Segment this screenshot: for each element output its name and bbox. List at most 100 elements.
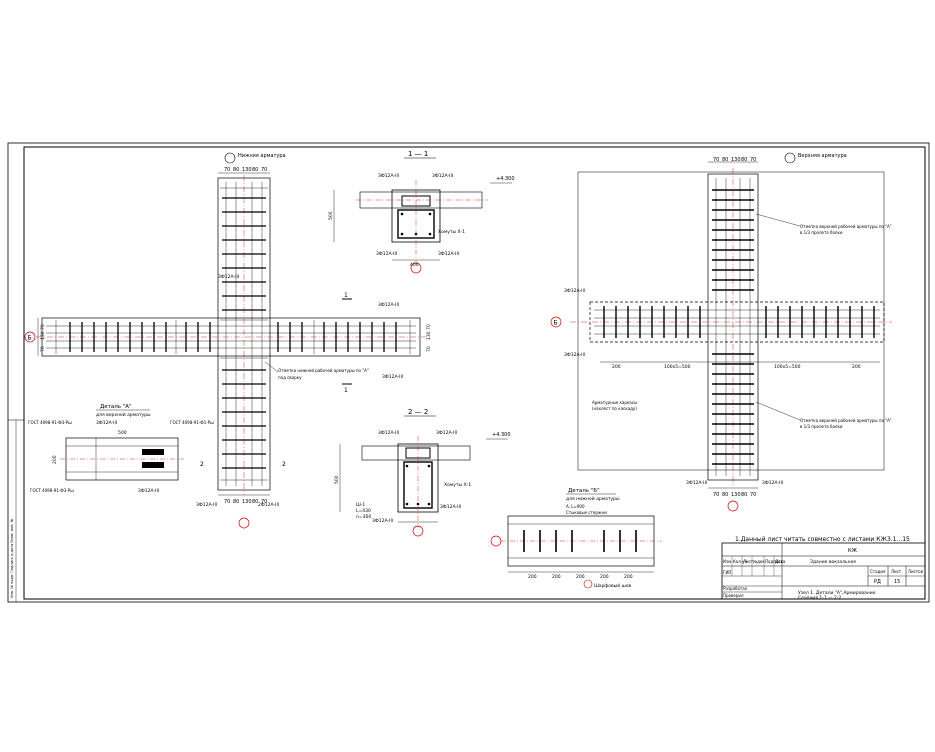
tb-head-sign: Подпись — [765, 559, 784, 564]
tb-building: Здание вокзальное — [810, 559, 856, 565]
dim-top-col-a: 70 — [224, 167, 230, 173]
dim-top-col-d: 80 — [252, 167, 258, 173]
right-note-left-2: (нахлест по каскаду) — [592, 406, 637, 411]
right-rebar-4: 3Ф12А-III — [762, 480, 783, 486]
right-rebar-1: 3Ф12А-III — [564, 288, 585, 294]
axis-mark-right: Б — [554, 320, 558, 327]
outer-frame — [7, 142, 930, 603]
tb-gip: ГИП — [723, 570, 731, 575]
detail-b-dim-1: 200 — [528, 574, 537, 580]
dim-bot-col-b: 80 — [233, 499, 239, 505]
detail-a-title: Деталь "А" — [100, 404, 132, 410]
title-note: 1.Данный лист читать совместно с листами… — [735, 536, 910, 543]
sec2-rebar-3: 3Ф12А-III — [372, 518, 393, 524]
rdim-200-b: 200 — [852, 364, 861, 370]
detail-b-dim-2: 200 — [552, 574, 561, 580]
dim-right-beam-b: 130 — [426, 331, 432, 340]
cut-mark-1-top: 1 — [344, 292, 348, 299]
detail-b-note-side: Стыковые стержни — [566, 510, 607, 515]
section-1-1-title: 1 — 1 — [408, 150, 428, 158]
rebar-label-3: 3Ф12А-III — [382, 374, 403, 380]
rdim-bot-b: 80 — [722, 492, 728, 498]
dim-right-beam-c: 70 — [426, 346, 432, 352]
detail-b-note-top: А, L=900 — [566, 504, 585, 509]
sec2-rebar-4: 3Ф12А-III — [440, 504, 461, 510]
dim-bot-col-c: 130 — [242, 499, 252, 505]
side-strip: Инв. № подл. Подпись и дата Взам. инв. № — [10, 519, 14, 598]
axis-marker-bottom — [238, 517, 250, 529]
tb-checked: Проверил — [723, 593, 744, 598]
rdim-200-a: 200 — [612, 364, 621, 370]
detail-b-sub: для нижней арматуры — [566, 495, 620, 502]
axis-marker-left — [24, 331, 36, 343]
axis-mark-left: Б — [28, 335, 32, 342]
right-note-bot-1: Отметка верхней рабочей арматуры по "А" — [800, 418, 892, 423]
detail-b: Деталь "Б" для нижней арматуры А, L=900 … — [490, 488, 662, 589]
rdim-top-d: 80 — [741, 157, 747, 163]
dim-top-col-c: 130 — [242, 167, 252, 173]
tb-stage: РД — [874, 579, 881, 585]
cut-mark-2-left: 2 — [200, 461, 204, 468]
detail-a-rebar: 3Ф12А-III — [138, 488, 159, 494]
sec1-height: 500 — [328, 211, 334, 220]
right-note-top-1: Отметка верхней рабочей арматуры по "А" — [800, 224, 892, 229]
dim-bot-col-d: 80 — [252, 499, 258, 505]
sec1-width: 400 — [410, 262, 419, 268]
tb-code: КЖ — [848, 548, 858, 554]
tb-stage-head: Стадия — [870, 569, 886, 574]
dim-bot-col-e: 70 — [261, 499, 267, 505]
dim-top-col-e: 70 — [261, 167, 267, 173]
sec1-elev: +4.300 — [496, 176, 515, 182]
tb-sheet: 15 — [894, 579, 900, 585]
tb-desc-2: Сечения 1-1 — 2-2. — [798, 595, 843, 601]
rdim-100x5-a: 100х5=500 — [664, 364, 691, 370]
bottom-rebar-label: Нижняя арматура — [238, 153, 286, 159]
rdim-bot-a: 70 — [713, 492, 719, 498]
dim-top-col-b: 80 — [233, 167, 239, 173]
rdim-100x5-b: 100х5=500 — [774, 364, 801, 370]
top-rebar-label: Верхняя арматура — [798, 153, 847, 159]
tb-head-izm: Изм. — [723, 559, 732, 564]
tb-dev: Разработал — [723, 586, 748, 591]
cut-mark-2-right: 2 — [282, 461, 286, 468]
rebar-label-5: 2Ф12А-III — [258, 502, 279, 508]
axis-marker-right — [550, 316, 562, 328]
right-cross-plan: 70 80 130 80 70 70 80 130 80 70 200 100х… — [550, 152, 892, 512]
sec1-rebar-1: 3Ф12А-III — [378, 173, 399, 179]
sec1-rebar-4: 3Ф12А-III — [438, 251, 459, 257]
detail-a-dim-200: 200 — [52, 455, 58, 464]
rebar-label-4: 3Ф12А-III — [196, 502, 217, 508]
right-rebar-2: 3Ф12А-III — [564, 352, 585, 358]
dim-left-beam-b: 130 — [40, 331, 46, 340]
rdim-bot-d: 80 — [741, 492, 747, 498]
cut-mark-1-bot: 1 — [344, 387, 348, 394]
sec2-elev: +4.300 — [492, 432, 511, 438]
right-rebar-3: 3Ф12А-III — [686, 480, 707, 486]
dim-left-beam-c: 70 — [40, 346, 46, 352]
detail-a-dim-500: 500 — [118, 430, 127, 436]
sec2-sh1-n: n=300 — [356, 514, 371, 520]
tb-sheets-head: Листов — [908, 569, 924, 574]
section-1-1: 1 — 1 3Ф12А-III 3Ф12А-III 3Ф12А-III 3Ф12… — [328, 150, 515, 274]
weld-note-left-2: под сварку — [278, 375, 302, 380]
section-2-2-title: 2 — 2 — [408, 408, 428, 416]
sec1-rebar-3: 3Ф12А-III — [376, 251, 397, 257]
tb-sheet-head: Лист — [891, 569, 902, 574]
sec1-rebar-2: 3Ф12А-III — [432, 173, 453, 179]
rdim-bot-e: 70 — [750, 492, 756, 498]
sec2-rebar-2: 3Ф12А-III — [436, 430, 457, 436]
detail-b-dim-5: 200 — [624, 574, 633, 580]
inner-frame — [23, 146, 926, 600]
right-note-left-1: Арматурные каркасы — [592, 400, 637, 405]
dim-right-beam-a: 70 — [426, 324, 432, 330]
tb-head-date: Дата — [775, 559, 786, 564]
rdim-top-b: 80 — [722, 157, 728, 163]
north-marker — [224, 152, 236, 164]
detail-a-sub: для верхней арматуры — [96, 411, 151, 418]
rebar-label-2: 3Ф12А-III — [378, 302, 399, 308]
detail-a-gost-2: ГОСТ 4098-91-Ф3-Рш — [30, 488, 74, 493]
detail-a-gost-3: ГОСТ 4098-91-Ф1-Рш — [170, 420, 214, 425]
rdim-bot-c: 130 — [731, 492, 741, 498]
